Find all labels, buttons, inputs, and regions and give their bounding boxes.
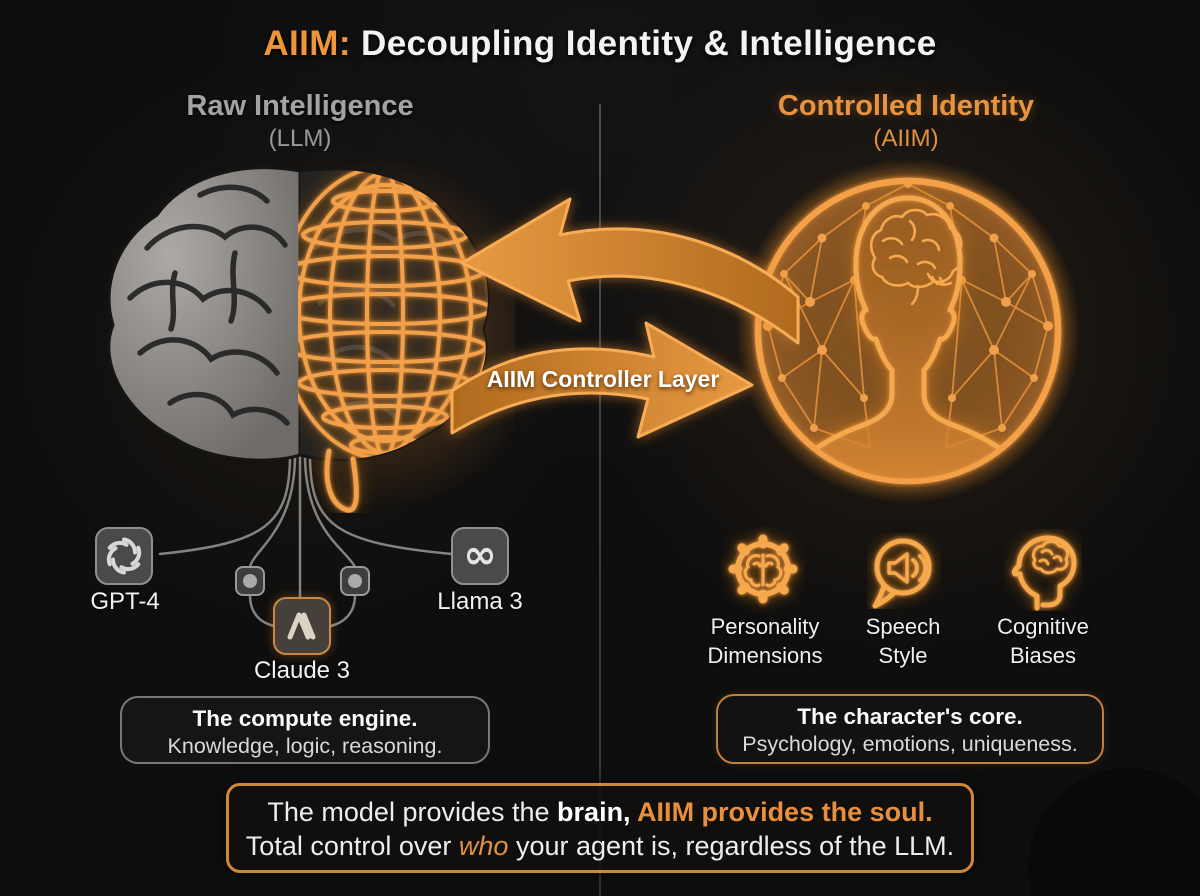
model-tile-gpt4	[95, 527, 153, 585]
junction-node	[235, 566, 370, 596]
compute-engine-text: Knowledge, logic, reasoning.	[167, 734, 443, 758]
controller-layer-label: AIIM Controller Layer	[486, 366, 720, 392]
head-brain-icon	[1011, 535, 1077, 611]
compute-engine-bold: The compute engine.	[192, 706, 418, 731]
character-core-box: The character's core. Psychology, emotio…	[716, 694, 1104, 764]
character-core-bold: The character's core.	[797, 704, 1023, 729]
model-label-gpt4: GPT-4	[90, 588, 160, 615]
feature-label-speech: Speech Style	[865, 614, 941, 668]
model-tile-llama: ∞	[451, 527, 509, 585]
left-section-heading: Raw Intelligence (LLM)	[100, 90, 500, 154]
character-core-text: Psychology, emotions, uniqueness.	[742, 732, 1078, 756]
feature-label-cognitive: Cognitive Biases	[997, 614, 1089, 668]
meta-icon: ∞	[463, 532, 496, 578]
brain-illustration	[107, 158, 515, 513]
openai-icon	[106, 537, 142, 575]
title-accent: AIIM:	[263, 24, 362, 63]
right-heading-text: Controlled Identity	[777, 90, 1035, 122]
svg-text:∞: ∞	[463, 532, 496, 578]
speech-bubble-icon	[872, 538, 932, 609]
model-label-llama: Llama 3	[437, 588, 523, 615]
model-label-claude: Claude 3	[253, 657, 351, 684]
gear-brain-icon	[728, 534, 798, 604]
arrow-to-intelligence	[460, 197, 800, 345]
left-heading-text: Raw Intelligence	[186, 90, 414, 122]
brain-gray-half	[107, 166, 300, 462]
identity-network-illustration	[736, 159, 1080, 503]
mesh-nodes	[763, 183, 1053, 432]
corner-decor-circle	[1028, 768, 1200, 896]
footer-line1: The model provides the brain, AIIM provi…	[267, 797, 933, 827]
footer-line2: Total control over who your agent is, re…	[245, 831, 955, 861]
arrow-to-identity	[450, 321, 754, 439]
feature-label-personality: Personality Dimensions	[707, 614, 823, 668]
compute-engine-box: The compute engine. Knowledge, logic, re…	[120, 696, 490, 764]
model-tile-claude	[273, 597, 331, 655]
page-title: AIIM: Decoupling Identity & Intelligence	[0, 24, 1200, 64]
title-rest: Decoupling Identity & Intelligence	[361, 24, 937, 63]
left-subheading-text: (LLM)	[268, 125, 332, 152]
center-divider	[599, 104, 601, 896]
brain-stem	[324, 448, 359, 513]
inner-brain-icon	[869, 208, 963, 306]
controller-arrows	[450, 197, 800, 439]
anthropic-icon	[287, 612, 316, 640]
right-section-heading: Controlled Identity (AIIM)	[706, 90, 1106, 154]
right-subheading-text: (AIIM)	[873, 125, 939, 152]
footer-callout-box: The model provides the brain, AIIM provi…	[226, 783, 974, 873]
